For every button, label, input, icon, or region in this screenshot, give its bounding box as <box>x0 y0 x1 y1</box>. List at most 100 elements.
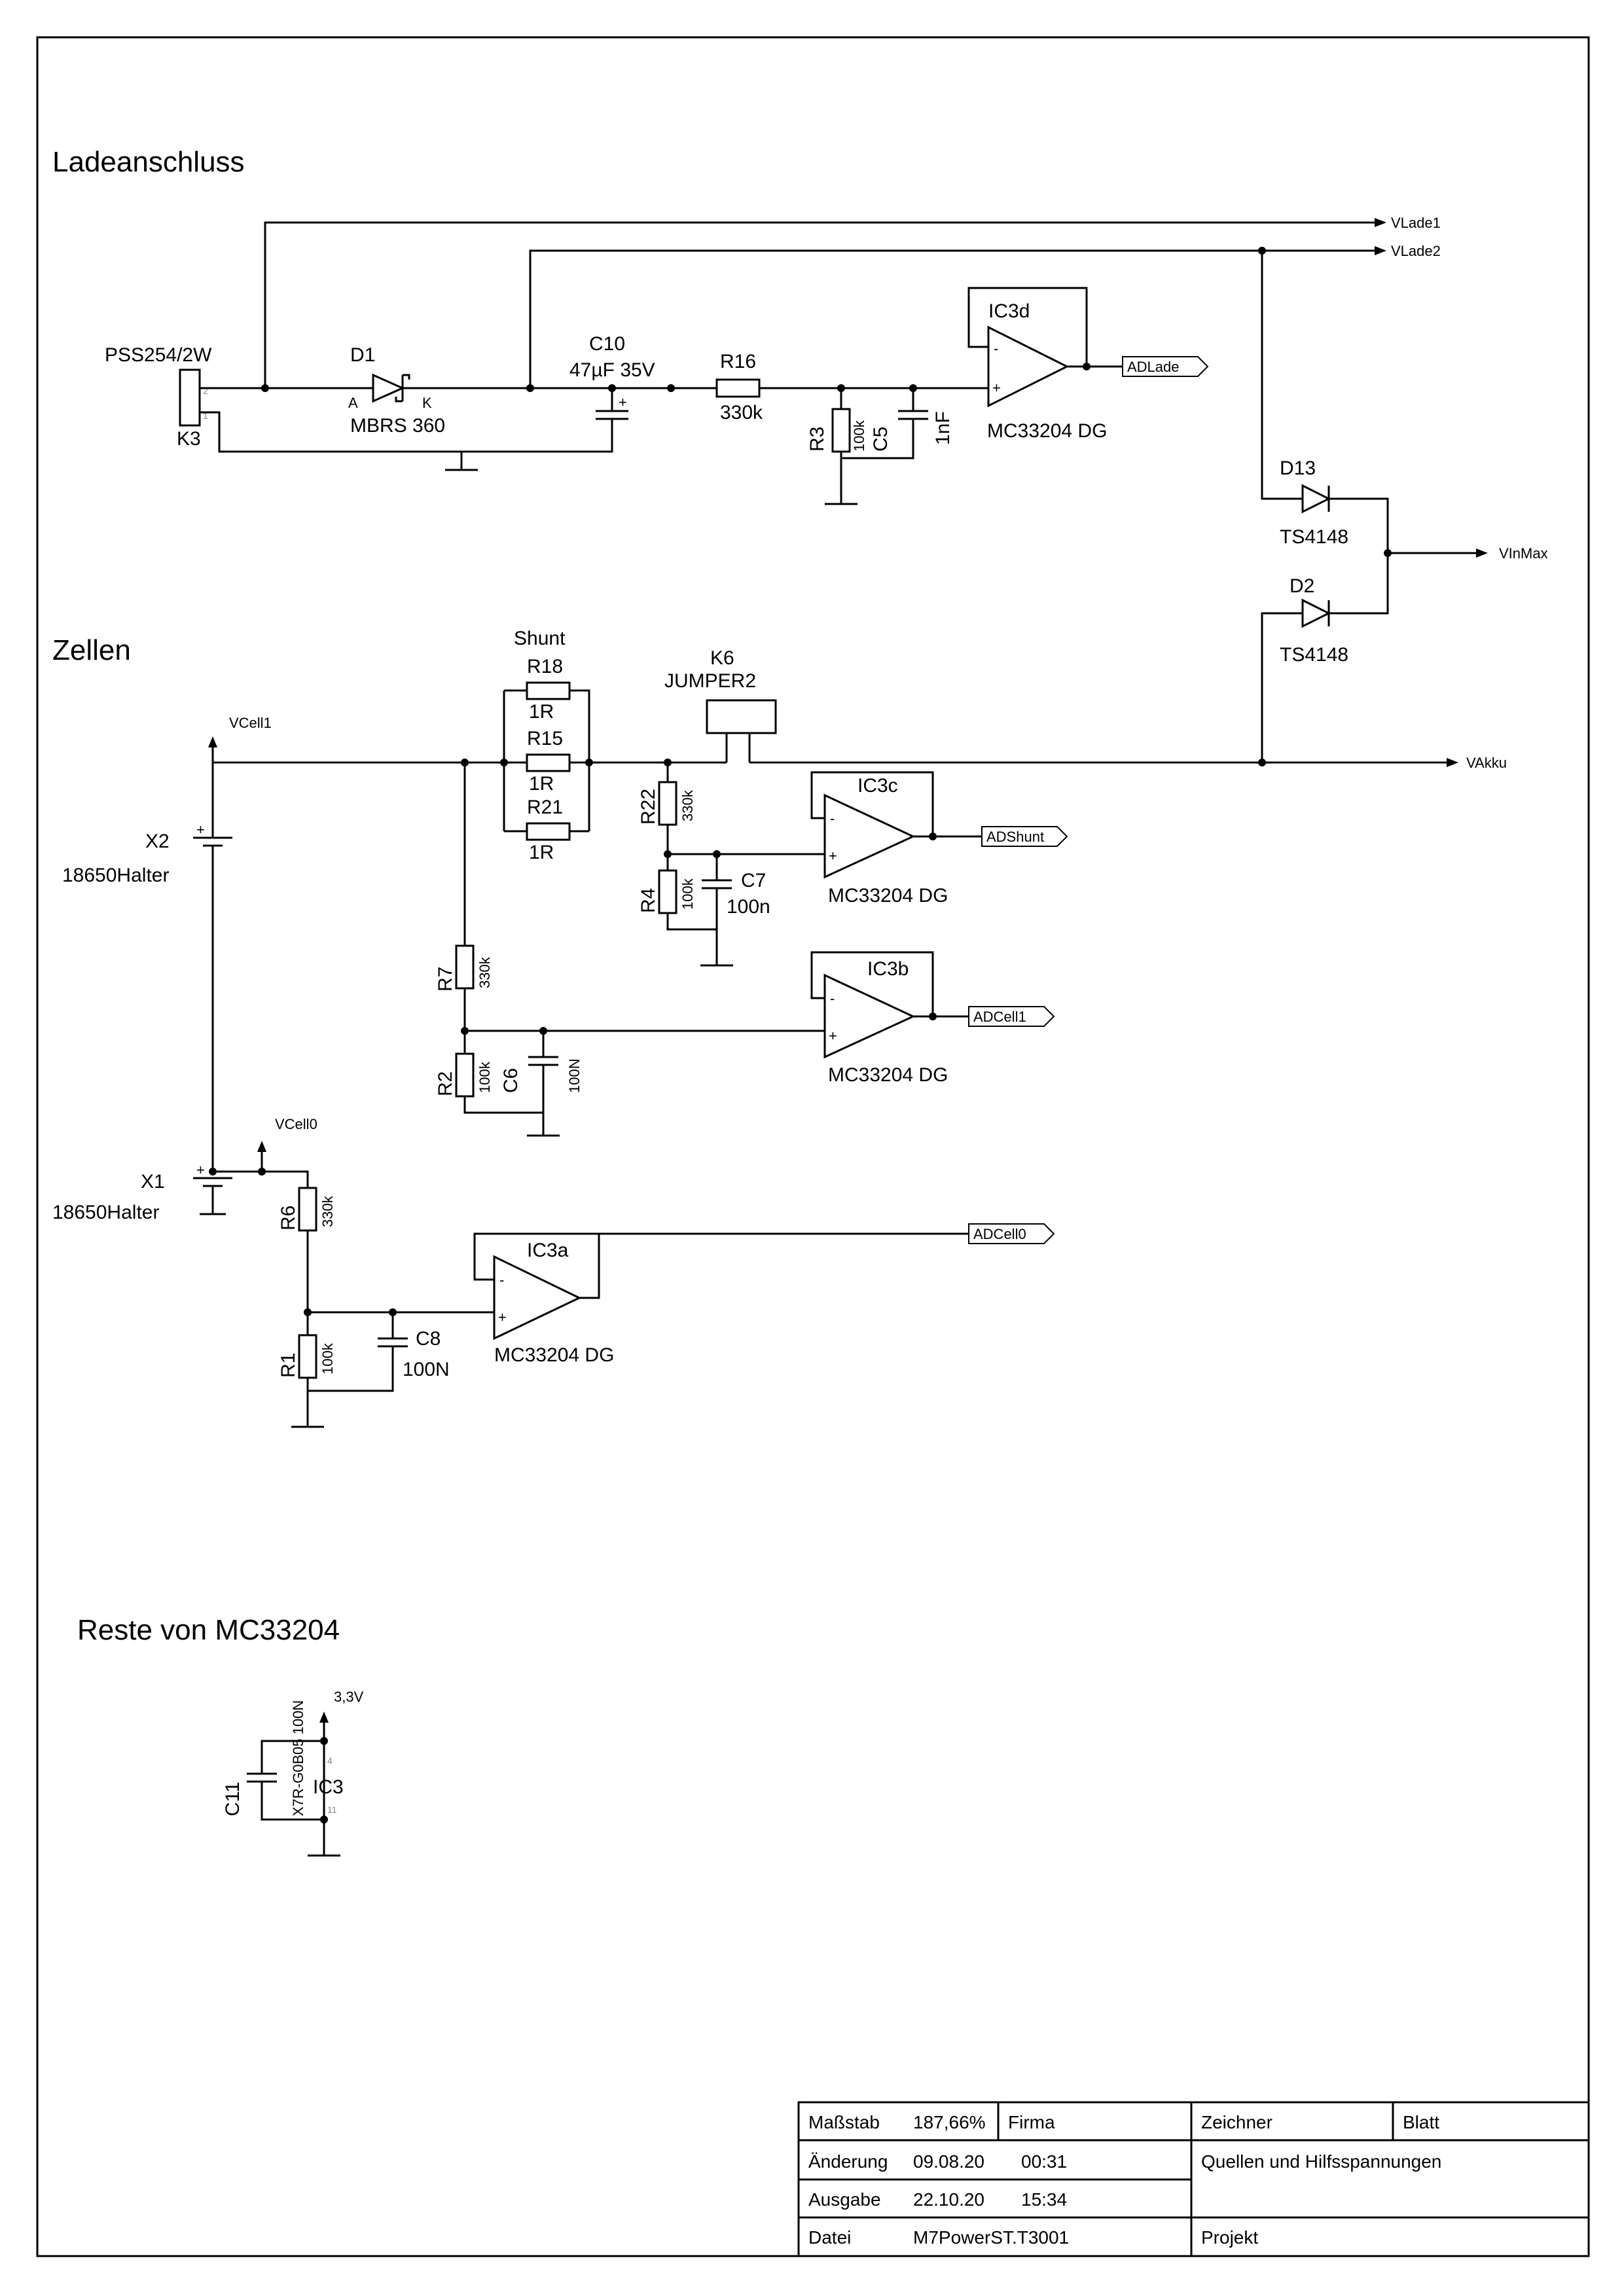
wire-vakku-main <box>211 746 1447 838</box>
c11-ref: C11 <box>222 1782 244 1816</box>
tb-firma-label: Firma <box>1008 2112 1055 2132</box>
x1-value: 18650Halter <box>52 1202 159 1223</box>
net-vlade1: VLade1 <box>1391 215 1441 231</box>
arrow-supply <box>319 1712 329 1723</box>
d13-symbol <box>1301 484 1331 514</box>
wire-vlade1 <box>264 221 1375 388</box>
junction-dot <box>261 384 269 392</box>
ic3c-minus: - <box>830 810 835 827</box>
r21-value: 1R <box>529 842 554 863</box>
wire-vlade2 <box>529 249 1375 388</box>
wire-r7-r2 <box>463 988 825 1054</box>
port-adlade-flag <box>1122 356 1209 377</box>
tb-massstab-value: 187,66% <box>913 2112 986 2132</box>
arrow-vlade1 <box>1375 218 1386 227</box>
junction-dot <box>1258 759 1266 766</box>
r1-ref: R1 <box>278 1353 299 1378</box>
k3-connector-body <box>179 368 201 427</box>
k3-value: PSS254/2W <box>105 344 212 366</box>
junction-dot <box>320 1737 328 1745</box>
ground-symbol <box>445 452 478 471</box>
ic3c-ref: IC3c <box>857 775 898 797</box>
tb-zeichner-label: Zeichner <box>1201 2112 1272 2132</box>
c5-value: 1nF <box>932 411 954 445</box>
ic3b-minus: - <box>830 990 835 1007</box>
tb-blatt-label: Blatt <box>1403 2112 1439 2132</box>
tb-aenderung-date: 09.08.20 <box>913 2151 984 2172</box>
r3-body <box>831 408 851 453</box>
junction-dot <box>304 1308 312 1316</box>
ic3a-plus: + <box>498 1309 507 1325</box>
drawing-frame <box>36 36 1590 2257</box>
k6-value: JUMPER2 <box>664 670 756 692</box>
wire-d2-in <box>1261 612 1303 762</box>
ic3d-minus: - <box>994 340 998 357</box>
tb-ausgabe-label: Ausgabe <box>808 2189 881 2210</box>
x2-value: 18650Halter <box>62 865 169 886</box>
junction-dot <box>929 833 937 840</box>
r3-ref: R3 <box>806 427 828 452</box>
r18-ref: R18 <box>527 656 563 677</box>
c6-symbol <box>463 1031 560 1137</box>
d13-ref: D13 <box>1280 457 1316 479</box>
x2-ref: X2 <box>145 831 170 852</box>
ic3a-minus: - <box>499 1272 504 1288</box>
r7-ref: R7 <box>435 967 456 992</box>
junction-dot <box>461 1027 469 1035</box>
net-vakku: VAkku <box>1466 755 1507 771</box>
ic3a-value: MC33204 DG <box>494 1344 614 1366</box>
tb-ausgabe-date: 22.10.20 <box>913 2189 984 2210</box>
tb-aenderung-label: Änderung <box>808 2151 888 2172</box>
port-adcell1-flag <box>968 1006 1055 1027</box>
x2-battery-symbol <box>193 836 232 1172</box>
r7-body <box>455 944 475 990</box>
c7-value: 100n <box>727 896 770 918</box>
section-ladeanschluss: Ladeanschluss <box>52 146 245 178</box>
c10-plus: + <box>619 394 627 410</box>
port-adshunt: ADShunt <box>986 829 1044 845</box>
net-supply: 3,3V <box>334 1689 364 1705</box>
junction-dot <box>585 759 593 766</box>
r2-body <box>455 1052 475 1098</box>
r15-body <box>526 753 571 772</box>
tb-aenderung-time: 00:31 <box>1021 2151 1067 2172</box>
wire-ground-return <box>200 411 613 453</box>
arrow-vcell1 <box>208 736 217 747</box>
section-reste: Reste von MC33204 <box>77 1614 340 1646</box>
ic3d-ref: IC3d <box>988 300 1030 322</box>
c8-value: 100N <box>403 1359 450 1380</box>
x2-plus: + <box>196 821 205 838</box>
net-vcell1: VCell1 <box>229 715 272 731</box>
net-vlade2: VLade2 <box>1391 243 1441 259</box>
c10-ref: C10 <box>589 333 625 355</box>
r6-value: 330k <box>319 1195 336 1227</box>
r4-value: 100k <box>679 878 696 910</box>
c6-ref: C6 <box>500 1068 522 1093</box>
r7-value: 330k <box>477 956 493 988</box>
x1-battery-symbol <box>193 1177 232 1215</box>
port-adcell1: ADCell1 <box>973 1009 1026 1025</box>
junction-dot <box>500 759 508 766</box>
port-adcell0-flag <box>968 1223 1055 1244</box>
d1-ref: D1 <box>350 344 375 366</box>
r16-body <box>715 378 761 398</box>
c5-symbol <box>841 388 928 459</box>
r1-value: 100k <box>319 1342 336 1374</box>
r21-ref: R21 <box>527 797 563 818</box>
k6-body <box>706 699 777 734</box>
arrow-vcell0 <box>257 1141 266 1152</box>
junction-dot <box>1083 363 1091 370</box>
r21-body <box>526 822 571 841</box>
k3-ref: K3 <box>177 428 201 450</box>
k6-leads <box>725 733 751 762</box>
section-zellen: Zellen <box>52 634 131 666</box>
net-vinmax: VInMax <box>1499 545 1548 562</box>
r1-body <box>298 1334 317 1379</box>
arrow-vlade2 <box>1375 246 1386 255</box>
k6-ref: K6 <box>710 647 734 669</box>
r2-ref: R2 <box>435 1071 456 1096</box>
r3-value: 100k <box>851 420 867 452</box>
title-block <box>797 2101 1590 2257</box>
wire-r22-r4 <box>666 825 825 870</box>
